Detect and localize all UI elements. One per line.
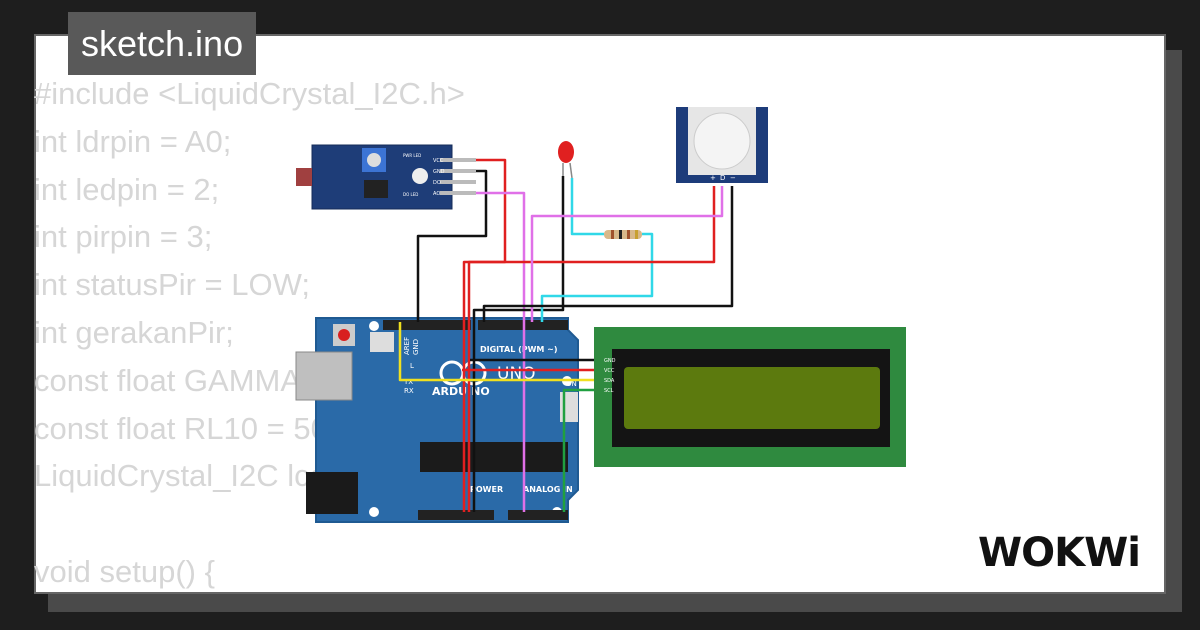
preview-card — [34, 34, 1166, 594]
analog-header — [508, 510, 568, 520]
atmega-chip — [420, 442, 568, 472]
rx-label: RX — [404, 387, 414, 395]
code-line: int pirpin = 3; — [34, 219, 213, 255]
l-label: L — [410, 362, 414, 370]
lcd-pin-scl: SCL — [604, 388, 614, 394]
digital-header-left — [383, 320, 471, 330]
gnd-label: GND — [412, 339, 420, 355]
on-label: ON — [566, 380, 577, 388]
tx-label: TX — [403, 378, 413, 386]
wire-resistor-pin2 — [540, 232, 654, 322]
mount-hole — [369, 321, 379, 331]
wokwi-logo: WOKWi — [978, 528, 1150, 581]
icsp2-header — [560, 392, 578, 422]
wire-lcd-sda — [398, 322, 594, 382]
wire-pir-vcc — [467, 186, 716, 512]
ldr-sensor-module: VCC GND DO AO PWR LED DO LED — [296, 144, 476, 210]
pir-motion-sensor: + D − — [676, 107, 768, 183]
wire-lcd-scl — [562, 388, 594, 512]
ldr-do-led-label: DO LED — [403, 192, 418, 197]
red-led — [558, 141, 574, 179]
wire-pir-signal — [530, 186, 724, 322]
ldr-pin-ao: AO — [433, 191, 440, 197]
code-line: #include <LiquidCrystal_I2C.h> — [34, 76, 465, 111]
wire-led-resistor — [570, 178, 604, 236]
power-label: POWER — [470, 485, 503, 494]
code-line: int ledpin = 2; — [34, 171, 220, 207]
lcd-1602-i2c: GND VCC SDA SCL — [594, 327, 906, 467]
resistor — [604, 230, 642, 239]
power-jack — [306, 472, 358, 514]
code-line: const float RL10 = 50; — [34, 410, 337, 446]
power-header — [418, 510, 494, 520]
ldr-pin-gnd: GND — [433, 169, 445, 175]
code-line: int ldrpin = A0; — [34, 123, 232, 159]
arduino-uno-board: ARDUINO UNO DIGITAL (PWM ~) POWER ANALOG… — [295, 317, 579, 523]
mount-hole — [369, 507, 379, 517]
code-line: int statusPir = LOW; — [34, 267, 310, 303]
wire-led-gnd — [472, 176, 565, 512]
wokwi-logo-text: WOKWi — [978, 530, 1140, 576]
lcd-pin-vcc: VCC — [604, 368, 615, 374]
usb-port — [295, 351, 353, 401]
digital-label: DIGITAL (PWM ~) — [480, 345, 558, 354]
wire-pir-gnd — [482, 186, 734, 322]
icsp-header — [370, 332, 394, 352]
code-line: int gerakanPir; — [34, 314, 234, 350]
lcd-pin-sda: SDA — [604, 378, 615, 384]
aref-label: AREF — [403, 337, 411, 355]
comparator-chip — [364, 180, 388, 198]
code-line: void setup() { — [34, 553, 215, 589]
wires — [398, 158, 734, 512]
pir-pin-d: D — [720, 174, 725, 182]
analog-label: ANALOG IN — [523, 485, 573, 494]
file-tab: sketch.ino — [68, 12, 257, 75]
pir-pin-plus: + — [710, 174, 716, 182]
photoresistor — [296, 168, 312, 186]
pir-pin-minus: − — [730, 174, 736, 182]
wire-ldr-gnd — [416, 169, 488, 322]
ldr-pin-vcc: VCC — [433, 158, 444, 164]
wire-ldr-ao — [476, 191, 526, 512]
ldr-pwr-led-label: PWR LED — [403, 153, 421, 158]
ldr-pin-do: DO — [433, 180, 441, 186]
lcd-pin-gnd: GND — [604, 358, 616, 364]
arduino-brand: ARDUINO — [432, 385, 490, 398]
led-indicator — [412, 168, 428, 184]
